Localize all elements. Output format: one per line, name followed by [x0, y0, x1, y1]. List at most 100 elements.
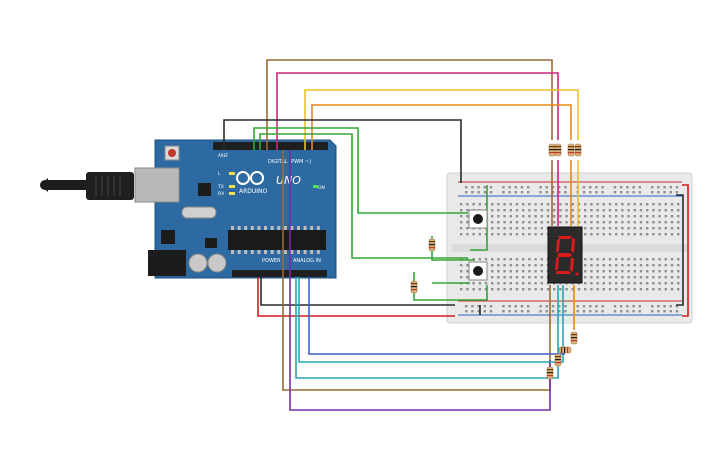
- resistor[interactable]: [574, 143, 582, 157]
- wire-cyan-2[interactable]: [298, 277, 564, 363]
- resistor[interactable]: [554, 353, 562, 367]
- rail-hole: [558, 305, 561, 308]
- ic-pin: [270, 226, 274, 230]
- breadboard-hole: [553, 221, 556, 224]
- rail-hole: [539, 310, 542, 313]
- ic-pin: [257, 226, 261, 230]
- ic-pin: [310, 226, 314, 230]
- wire-green-2[interactable]: [259, 133, 468, 259]
- rail-hole: [601, 186, 604, 189]
- rail-hole: [489, 186, 493, 189]
- digital-header[interactable]: [213, 142, 328, 150]
- breadboard-hole: [602, 203, 605, 206]
- breadboard-hole: [571, 203, 574, 206]
- arduino-uno-board[interactable]: ARDUINO UNO DIGITAL (PWM ~) POWER ANALOG…: [134, 139, 337, 279]
- breadboard-hole: [484, 258, 488, 261]
- resistor[interactable]: [570, 331, 578, 345]
- wire-black-top[interactable]: [223, 119, 462, 183]
- breadboard-hole: [652, 221, 655, 224]
- ic-pin: [231, 250, 234, 254]
- breadboard-hole: [460, 288, 463, 291]
- breadboard-hole: [491, 233, 494, 236]
- wire-green-1[interactable]: [253, 127, 468, 214]
- breadboard-hole: [621, 227, 624, 230]
- rail-hole: [669, 186, 672, 189]
- breadboard-hole: [633, 215, 636, 218]
- breadboard-hole: [515, 258, 519, 261]
- breadboard-hole: [621, 270, 624, 273]
- rail-hole: [632, 191, 635, 194]
- ic-pin: [250, 250, 254, 254]
- rail-hole: [551, 305, 555, 308]
- breadboard-hole: [633, 282, 636, 285]
- resistor[interactable]: [548, 143, 556, 157]
- rail-hole: [539, 191, 542, 194]
- breadboard-hole: [608, 270, 612, 273]
- wire-red-rail[interactable]: [682, 184, 689, 317]
- ic-pin: [297, 250, 300, 254]
- breadboard-hole: [509, 227, 512, 230]
- breadboard-hole: [596, 227, 599, 230]
- rail-hole: [675, 186, 679, 189]
- breadboard-hole: [639, 209, 643, 212]
- breadboard-hole: [553, 288, 556, 291]
- breadboard-hole: [633, 233, 636, 236]
- breadboard-hole: [540, 215, 543, 218]
- resistor[interactable]: [554, 143, 562, 157]
- breadboard-hole: [497, 209, 500, 212]
- breadboard-hole: [602, 209, 605, 212]
- wire-cyan-1[interactable]: [295, 277, 559, 379]
- breadboard-hole: [608, 264, 612, 267]
- rail-hole: [477, 186, 480, 189]
- resistor[interactable]: [546, 366, 554, 380]
- resistor[interactable]: [410, 280, 418, 294]
- usb-cable[interactable]: [40, 172, 134, 200]
- breadboard-hole: [540, 203, 543, 206]
- breadboard-hole: [602, 282, 605, 285]
- breadboard-hole: [639, 258, 643, 261]
- breadboard-hole: [497, 270, 500, 273]
- wire-red-bottom[interactable]: [257, 277, 455, 317]
- resistor[interactable]: [558, 346, 572, 354]
- breadboard-hole: [677, 264, 680, 267]
- wire-purple[interactable]: [289, 150, 551, 411]
- breadboard-hole: [478, 258, 481, 261]
- breadboard-hole: [577, 288, 581, 291]
- breadboard-hole: [509, 276, 512, 279]
- breadboard-hole: [577, 221, 581, 224]
- pushbutton-2[interactable]: [468, 261, 488, 281]
- rail-hole: [663, 191, 666, 194]
- wire-magenta[interactable]: [276, 72, 559, 150]
- breadboard-hole: [677, 221, 680, 224]
- breadboard-hole: [497, 282, 500, 285]
- breadboard-hole: [478, 203, 481, 206]
- wire-brown[interactable]: [266, 59, 553, 150]
- breadboard-hole: [553, 209, 556, 212]
- breadboard-hole: [584, 288, 587, 291]
- resistor[interactable]: [428, 238, 436, 252]
- breadboard-hole: [627, 203, 630, 206]
- tx-label: TX: [217, 184, 224, 190]
- breadboard-hole: [627, 221, 630, 224]
- pushbutton-1[interactable]: [468, 209, 488, 229]
- wire-blue[interactable]: [308, 277, 565, 355]
- breadboard-hole: [528, 227, 531, 230]
- breadboard-hole: [627, 215, 630, 218]
- wire-black-rail[interactable]: [676, 194, 684, 306]
- breadboard-hole: [546, 221, 550, 224]
- breadboard-hole: [639, 227, 643, 230]
- rail-hole: [675, 191, 679, 194]
- rail-hole: [545, 191, 548, 194]
- breadboard-hole: [615, 227, 618, 230]
- breadboard-hole: [584, 227, 587, 230]
- resistor[interactable]: [567, 143, 575, 157]
- rail-hole: [613, 186, 617, 189]
- rail-hole: [620, 305, 623, 308]
- wire-black-bottom[interactable]: [260, 277, 455, 306]
- power-analog-header[interactable]: [232, 270, 327, 277]
- seven-segment-display[interactable]: [547, 226, 583, 284]
- wire-brown-bottom[interactable]: [282, 150, 551, 391]
- tx-led: [229, 185, 235, 188]
- breadboard-hole: [670, 203, 674, 206]
- breadboard-hole: [652, 203, 655, 206]
